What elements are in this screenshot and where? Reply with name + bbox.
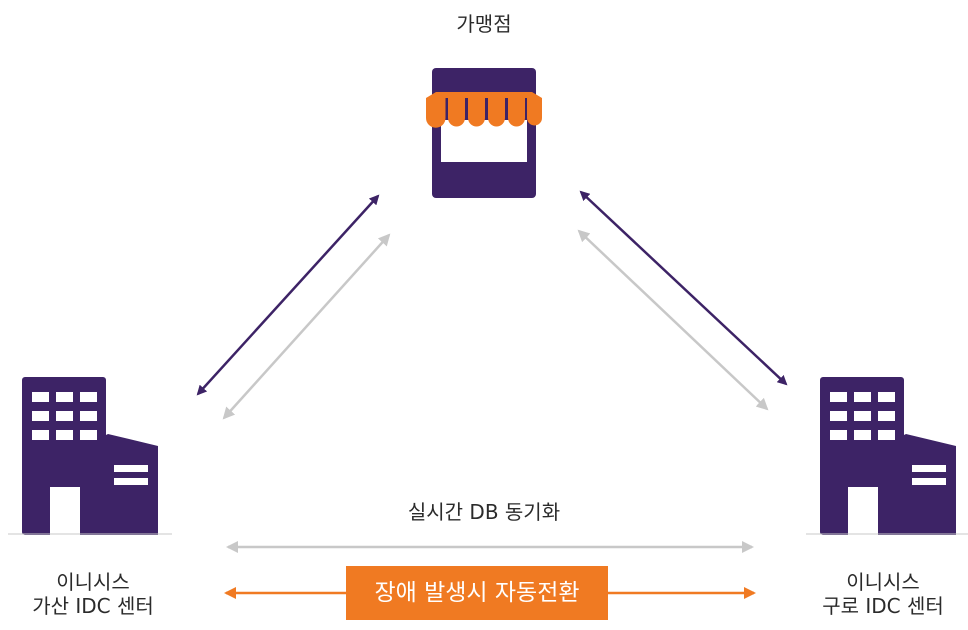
failover-badge: 장애 발생시 자동전환: [346, 566, 608, 620]
store-left-secondary-arrow: [222, 233, 391, 420]
right-idc-line1: 이니시스: [846, 570, 920, 594]
db-sync-label: 실시간 DB 동기화: [407, 500, 561, 524]
left-building-icon: [8, 377, 172, 535]
right-building-icon: [806, 377, 968, 535]
store-right-secondary-arrow: [577, 229, 769, 411]
left-idc-label: 이니시스 가산 IDC 센터: [0, 570, 186, 618]
right-idc-line2: 구로 IDC 센터: [822, 594, 944, 618]
right-idc-label: 이니시스 구로 IDC 센터: [798, 570, 968, 618]
store-icon: [426, 68, 542, 198]
store-label: 가맹점: [456, 12, 512, 36]
left-idc-line2: 가산 IDC 센터: [32, 594, 154, 618]
left-idc-line1: 이니시스: [56, 570, 130, 594]
store-left-primary-arrow: [196, 194, 380, 396]
store-right-primary-arrow: [579, 190, 788, 386]
